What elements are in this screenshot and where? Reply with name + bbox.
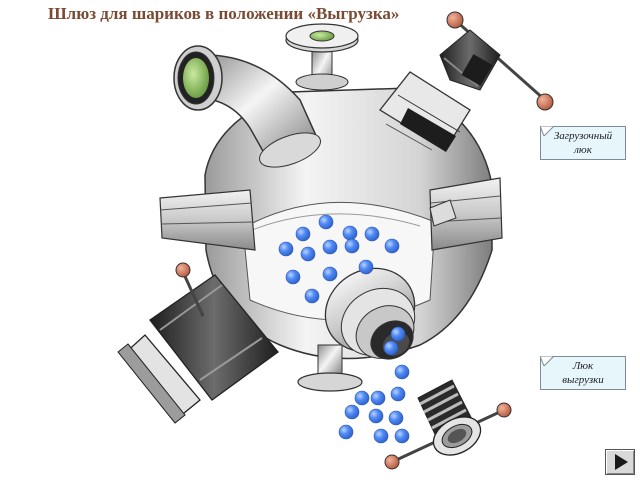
ball	[388, 410, 404, 426]
chamber-flange-left	[159, 189, 256, 251]
page-title: Шлюз для шариков в положении «Выгрузка»	[48, 4, 400, 23]
next-arrow-icon	[615, 454, 628, 470]
ball	[278, 241, 294, 257]
ball	[390, 386, 406, 402]
ball	[384, 238, 400, 254]
ball	[342, 225, 358, 241]
ball	[370, 390, 386, 406]
ball	[285, 269, 301, 285]
next-slide-button[interactable]	[605, 449, 635, 475]
top-viewport	[285, 23, 359, 91]
ball	[344, 238, 360, 254]
ball	[383, 340, 399, 356]
loading-port-sleeve	[379, 71, 471, 152]
label-unloading-hatch-line2: выгрузки	[562, 374, 604, 386]
ball	[373, 428, 389, 444]
callout-unloading-hatch: Люк выгрузки	[540, 356, 626, 390]
ball	[394, 428, 410, 444]
ball	[300, 246, 316, 262]
ball	[364, 226, 380, 242]
label-unloading-hatch-line1: Люк	[572, 360, 594, 372]
ball	[322, 239, 338, 255]
callout-loading-hatch: Загрузочный люк	[540, 126, 626, 160]
ball	[338, 424, 354, 440]
loading-hatch-cap	[439, 11, 554, 111]
ball	[368, 408, 384, 424]
ball	[354, 390, 370, 406]
chamber-flange-right	[429, 177, 503, 251]
ball	[295, 226, 311, 242]
ball	[358, 259, 374, 275]
ball	[304, 288, 320, 304]
bottom-outlet	[297, 344, 363, 392]
ball	[344, 404, 360, 420]
left-port-closed	[117, 262, 279, 424]
ball	[322, 266, 338, 282]
unloading-hatch-cap	[384, 379, 512, 470]
label-loading-hatch-line1: Загрузочный	[553, 130, 613, 142]
ball	[394, 364, 410, 380]
bent-pipe-window	[173, 45, 321, 168]
ball	[318, 214, 334, 230]
ball	[390, 326, 406, 342]
label-loading-hatch-line2: люк	[574, 144, 592, 156]
balls-group	[278, 214, 410, 444]
